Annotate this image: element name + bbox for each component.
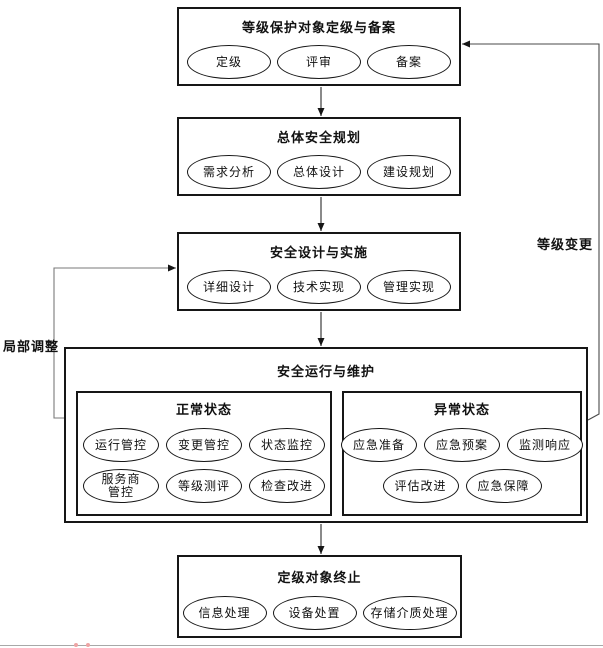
- activity-label: 应急保障: [477, 478, 530, 493]
- activity-ellipse: 存储介质处理: [362, 596, 457, 630]
- activity-ellipse: 检查改进: [249, 469, 325, 503]
- activity-row: 服务商管控 等级测评 检查改进: [78, 469, 330, 503]
- stage-box-design-implementation: 安全设计与实施 详细设计 技术实现 管理实现: [177, 232, 461, 311]
- activity-row: 需求分析 总体设计 建设规划: [179, 155, 459, 189]
- activity-label: 设备处置: [288, 605, 341, 620]
- activity-ellipse: 评估改进: [382, 469, 459, 503]
- watermark-dot: [86, 643, 90, 647]
- activity-label: 技术实现: [292, 279, 345, 294]
- stage-title: 总体安全规划: [276, 130, 361, 145]
- activity-label: 详细设计: [202, 279, 255, 294]
- activity-ellipse: 管理实现: [367, 270, 451, 304]
- activity-label: 变更管控: [177, 437, 230, 452]
- activity-label: 评审: [305, 54, 332, 69]
- activity-ellipse: 变更管控: [166, 428, 242, 462]
- stage-title: 定级对象终止: [277, 570, 362, 585]
- stage-box-grading-filing: 等级保护对象定级与备案 定级 评审 备案: [177, 7, 461, 86]
- activity-label: 服务商管控: [101, 472, 141, 499]
- activity-ellipse: 监测响应: [507, 428, 583, 462]
- activity-ellipse: 运行管控: [83, 428, 159, 462]
- activity-label: 存储介质处理: [370, 605, 449, 620]
- activity-ellipse: 总体设计: [277, 155, 361, 189]
- activity-row: 应急准备 应急预案 监测响应: [341, 428, 583, 462]
- activity-label: 管理实现: [382, 279, 435, 294]
- activity-row: 信息处理 设备处置 存储介质处理: [179, 596, 460, 630]
- stage-box-operation-maintenance: 安全运行与维护 正常状态 运行管控 变更管控 状态监控 服务商管控 等级测评 检…: [64, 347, 588, 523]
- feedback-label-level-change: 等级变更: [537, 237, 594, 252]
- activity-label: 信息处理: [198, 605, 251, 620]
- stage-box-object-termination: 定级对象终止 信息处理 设备处置 存储介质处理: [177, 555, 462, 638]
- activity-row: 运行管控 变更管控 状态监控: [78, 428, 330, 462]
- activity-ellipse: 应急预案: [424, 428, 500, 462]
- subgroup-title: 正常状态: [175, 402, 232, 417]
- stage-box-overall-planning: 总体安全规划 需求分析 总体设计 建设规划: [177, 117, 461, 196]
- activity-ellipse: 评审: [277, 45, 361, 79]
- activity-label: 需求分析: [202, 164, 255, 179]
- activity-label: 总体设计: [292, 164, 345, 179]
- activity-ellipse: 信息处理: [182, 596, 267, 630]
- activity-ellipse: 建设规划: [367, 155, 451, 189]
- activity-ellipse: 应急保障: [465, 469, 542, 503]
- activity-row: 评估改进 应急保障: [344, 469, 580, 503]
- stage-title: 等级保护对象定级与备案: [241, 20, 396, 35]
- activity-ellipse: 状态监控: [249, 428, 325, 462]
- subgroup-normal-state: 正常状态 运行管控 变更管控 状态监控 服务商管控 等级测评 检查改进: [76, 391, 332, 516]
- activity-label: 等级测评: [177, 478, 230, 493]
- activity-row: 详细设计 技术实现 管理实现: [179, 270, 459, 304]
- activity-row: 定级 评审 备案: [179, 45, 459, 79]
- activity-label: 应急预案: [435, 437, 488, 452]
- activity-label: 应急准备: [352, 437, 405, 452]
- activity-ellipse: 服务商管控: [83, 469, 159, 503]
- activity-ellipse: 需求分析: [187, 155, 271, 189]
- activity-label: 评估改进: [394, 478, 447, 493]
- activity-ellipse: 设备处置: [272, 596, 357, 630]
- activity-ellipse: 应急准备: [341, 428, 417, 462]
- activity-ellipse: 备案: [367, 45, 451, 79]
- activity-ellipse: 等级测评: [166, 469, 242, 503]
- stage-title: 安全设计与实施: [269, 245, 368, 260]
- feedback-label-partial-adjust: 局部调整: [3, 339, 60, 354]
- activity-ellipse: 定级: [187, 45, 271, 79]
- page-bottom-edge: [0, 645, 603, 646]
- activity-label: 建设规划: [382, 164, 435, 179]
- activity-label: 检查改进: [260, 478, 313, 493]
- subgroup-abnormal-state: 异常状态 应急准备 应急预案 监测响应 评估改进 应急保障: [341, 391, 583, 516]
- subgroup-title: 异常状态: [433, 402, 490, 417]
- stage-title: 安全运行与维护: [276, 364, 375, 379]
- activity-label: 状态监控: [260, 437, 313, 452]
- activity-label: 定级: [215, 54, 242, 69]
- activity-ellipse: 技术实现: [277, 270, 361, 304]
- activity-label: 运行管控: [94, 437, 147, 452]
- activity-label: 监测响应: [518, 437, 571, 452]
- activity-ellipse: 详细设计: [187, 270, 271, 304]
- activity-label: 备案: [395, 54, 422, 69]
- watermark-dot: [74, 643, 78, 647]
